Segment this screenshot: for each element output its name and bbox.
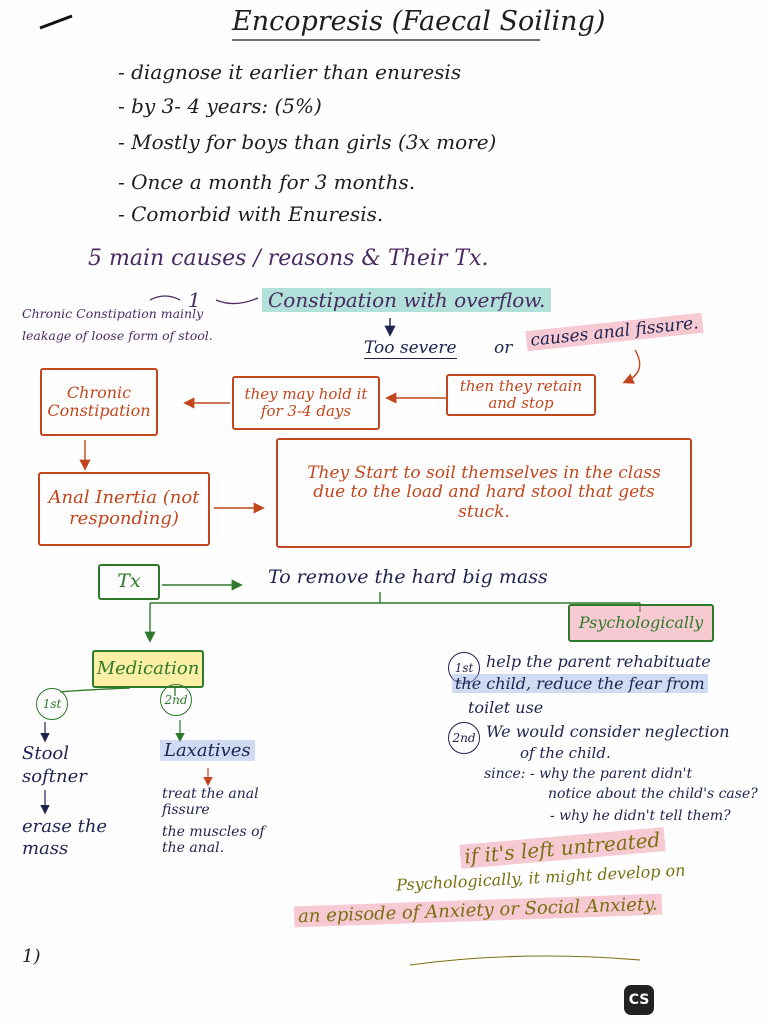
psych-text-line: toilet use	[468, 698, 544, 717]
stool-softner-text: Stool softner	[22, 743, 87, 788]
psych-text-line: - why he didn't tell them?	[550, 808, 731, 824]
side-note: Chronic Constipation mainly	[22, 306, 204, 321]
tx-box: Tx	[98, 564, 160, 600]
medication-box: Medication	[92, 650, 204, 688]
psych-text-line: the child, reduce the fear from	[452, 674, 708, 693]
side-note: leakage of loose form of stool.	[22, 328, 213, 343]
cause-label: Constipation with overflow.	[262, 288, 552, 312]
list-item: - Comorbid with Enuresis.	[118, 202, 384, 226]
too-severe-text: Too severe	[364, 338, 457, 359]
causes-heading: 5 main causes / reasons & Their Tx.	[88, 246, 489, 271]
list-item: - diagnose it earlier than enuresis	[118, 60, 462, 84]
camscanner-logo-icon: CS	[624, 985, 654, 1015]
page-title: Encopresis (Faecal Soiling)	[232, 6, 606, 37]
psych-text-line: help the parent rehabituate	[486, 652, 711, 671]
anal-inertia-box: Anal Inertia (not responding)	[38, 472, 210, 546]
psych-text-line: since: - why the parent didn't	[484, 766, 693, 782]
cause-number: 1	[188, 288, 201, 312]
laxative-effect: the muscles of the anal.	[162, 824, 265, 857]
psych-text-line: We would consider neglection	[486, 722, 730, 741]
laxatives-text: Laxatives	[160, 740, 255, 761]
first-marker: 1st	[36, 688, 68, 720]
soil-box: They Start to soil themselves in the cla…	[276, 438, 692, 548]
psych-text-line: notice about the child's case?	[548, 786, 758, 802]
psych-first-marker: 1st	[448, 652, 480, 684]
second-marker: 2nd	[160, 684, 192, 716]
psychologically-box: Psychologically	[568, 604, 714, 642]
erase-mass-text: erase the mass	[22, 816, 108, 859]
list-item: - Mostly for boys than girls (3x more)	[118, 130, 497, 154]
retain-box: then they retain and stop	[446, 374, 596, 416]
or-text: or	[494, 338, 513, 358]
hold-box: they may hold it for 3-4 days	[232, 376, 380, 430]
tick-mark	[39, 14, 73, 30]
treatment-goal: To remove the hard big mass	[268, 566, 548, 588]
list-item: - Once a month for 3 months.	[118, 170, 416, 194]
margin-mark: 1)	[22, 946, 41, 967]
psych-text-line: of the child.	[520, 744, 611, 762]
list-item: - by 3- 4 years: (5%)	[118, 94, 322, 118]
psych-second-marker: 2nd	[448, 722, 480, 754]
laxative-effect: treat the anal fissure	[162, 786, 259, 819]
chronic-constipation-box: Chronic Constipation	[40, 368, 158, 436]
